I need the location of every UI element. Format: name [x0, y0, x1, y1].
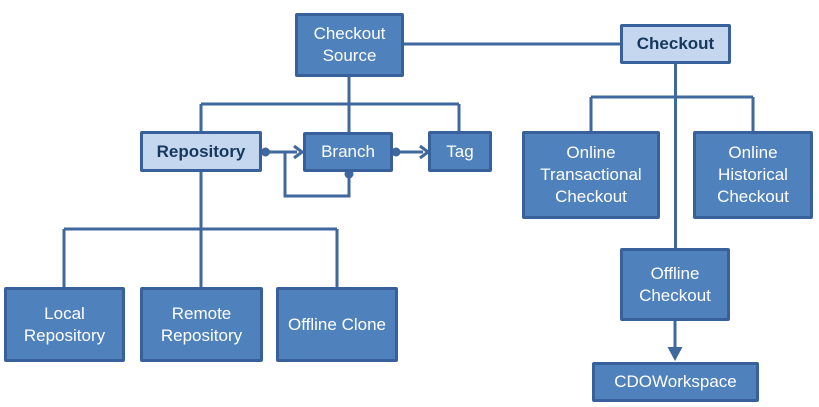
- node-offline-checkout-label: Offline Checkout: [639, 263, 711, 305]
- node-offline-checkout: Offline Checkout: [620, 248, 730, 321]
- node-cdoworkspace-label: CDOWorkspace: [614, 372, 737, 392]
- node-online-transactional-checkout: Online Transactional Checkout: [522, 131, 660, 219]
- node-tag: Tag: [428, 131, 492, 172]
- arrow-repository-branch: [293, 144, 305, 160]
- node-online-historical-checkout: Online Historical Checkout: [693, 131, 813, 219]
- node-online-historical-checkout-label: Online Historical Checkout: [717, 143, 789, 206]
- node-checkout-source: Checkout Source: [295, 13, 404, 77]
- node-remote-repository: Remote Repository: [140, 287, 263, 362]
- node-checkout-source-label: Checkout Source: [313, 24, 386, 65]
- node-branch-label: Branch: [321, 142, 375, 162]
- node-remote-repository-label: Remote Repository: [160, 303, 243, 345]
- node-branch: Branch: [303, 132, 393, 172]
- node-repository: Repository: [140, 131, 262, 172]
- node-cdoworkspace: CDOWorkspace: [592, 362, 759, 402]
- node-offline-clone-label: Offline Clone: [288, 314, 386, 334]
- node-online-transactional-checkout-label: Online Transactional Checkout: [540, 143, 642, 206]
- node-repository-label: Repository: [156, 141, 246, 161]
- edge-branch-self-loop: [283, 152, 351, 198]
- node-offline-clone: Offline Clone: [276, 287, 398, 362]
- arrow-cdoworkspace: [667, 347, 683, 361]
- node-checkout: Checkout: [620, 24, 731, 64]
- node-checkout-label: Checkout: [636, 34, 715, 54]
- node-local-repository: Local Repository: [4, 287, 125, 362]
- node-local-repository-label: Local Repository: [23, 303, 106, 345]
- node-tag-label: Tag: [446, 141, 474, 161]
